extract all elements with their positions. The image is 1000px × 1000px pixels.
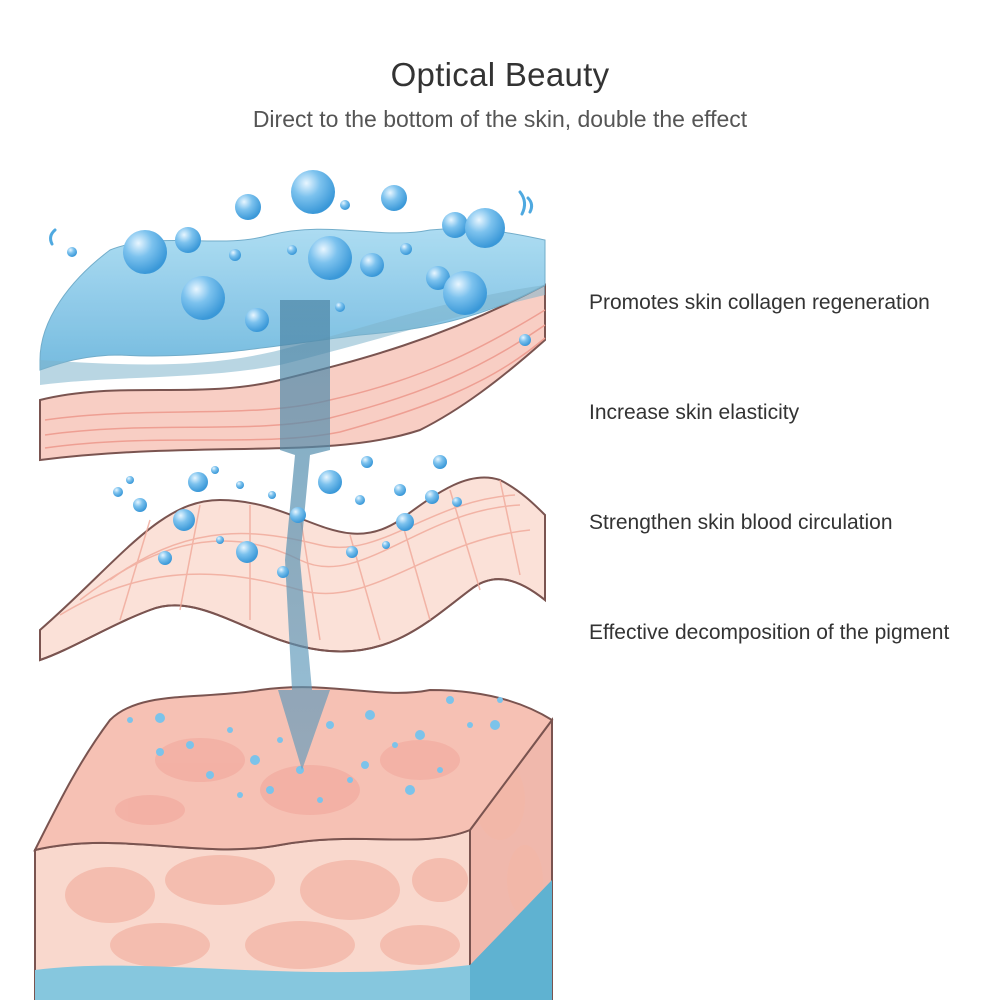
mid-bubbles [113, 455, 462, 578]
benefit-collagen: Promotes skin collagen regeneration [589, 291, 930, 314]
bottom-skin-block [33, 686, 554, 1000]
particles-bottom [127, 696, 503, 803]
wave-marks [49, 190, 534, 246]
benefit-elasticity: Increase skin elasticity [589, 401, 800, 424]
benefit-circulation: Strengthen skin blood circulation [589, 511, 893, 534]
skin-layers-illustration [33, 170, 554, 1000]
page-title: Optical Beauty [390, 56, 610, 93]
benefit-pigment: Effective decomposition of the pigment [589, 621, 950, 644]
water-bubbles [67, 170, 531, 346]
page-subtitle: Direct to the bottom of the skin, double… [252, 106, 748, 132]
top-skin-layer [39, 228, 546, 462]
benefits-list: Promotes skin collagen regeneration Incr… [589, 0, 999, 1000]
penetration-arrow [278, 300, 330, 770]
